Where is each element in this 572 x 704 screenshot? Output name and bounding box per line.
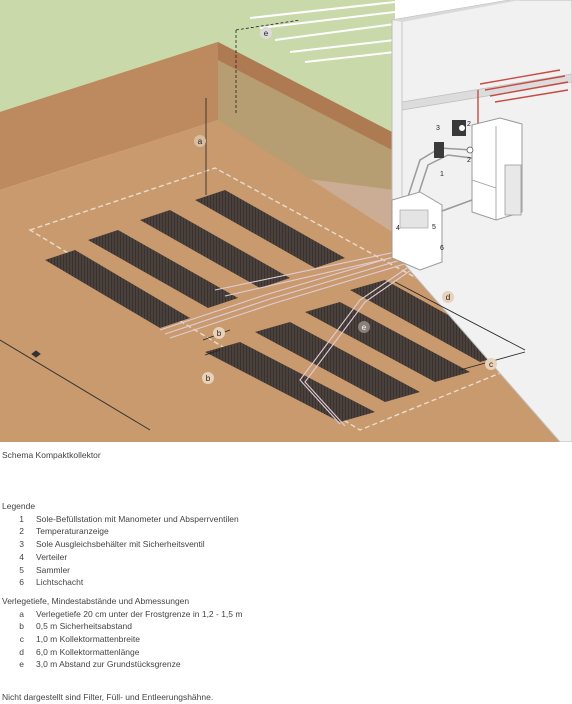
svg-text:d: d	[446, 293, 450, 302]
label-b-bottom: b	[202, 372, 214, 384]
legend-item: 5 Sammler	[2, 564, 242, 577]
light-shaft	[391, 191, 443, 271]
dimension-item: e 3,0 m Abstand zur Grundstücksgrenze	[2, 658, 242, 671]
legend-item-text: Sammler	[36, 564, 71, 575]
dimension-item-text: 0,5 m Sicherheitsabstand	[36, 621, 132, 632]
legend-item: 3 Sole Ausgleichsbehälter mit Sicherheits…	[2, 538, 242, 551]
component-labels: 3 2 2 1 4 5 6	[396, 121, 471, 252]
label-5: 5	[432, 224, 436, 231]
legend-item-number: 6	[19, 577, 24, 588]
collector-mats-top	[45, 190, 345, 328]
legend-item-text: Sole Ausgleichsbehälter mit Sicherheitsv…	[36, 539, 205, 550]
house-wall-top	[392, 0, 520, 22]
figure-caption: Schema Kompaktkollektor	[2, 450, 101, 460]
collector-mat	[45, 250, 190, 328]
legend-item-text: Lichtschacht	[36, 577, 84, 588]
label-6: 6	[440, 245, 444, 252]
underfloor-heating-pipes	[477, 69, 569, 125]
label-a: a	[194, 135, 206, 147]
svg-text:c: c	[489, 360, 493, 369]
footnote: Nicht dargestellt sind Filter, Füll- und…	[2, 692, 214, 702]
legend-item-number: 1	[19, 513, 24, 524]
legend-item-text: Sole-Befüllstation mit Manometer und Abs…	[36, 513, 239, 524]
dimension-item: c 1,0 m Kollektormattenbreite	[2, 633, 242, 646]
pit-left-wall	[0, 42, 218, 190]
collector-pipes	[159, 249, 415, 427]
legend: Legende 1 Sole-Befüllstation mit Manomete…	[2, 500, 242, 671]
label-mat: e	[358, 321, 370, 333]
dimension-item-number: b	[19, 621, 24, 632]
legend-item: 1 Sole-Befüllstation mit Manometer und Ab…	[2, 513, 242, 526]
collector-mat	[140, 210, 290, 288]
dimension-item-text: Verlegetiefe 20 cm unter der Frostgrenze…	[36, 608, 243, 619]
dimension-item-number: a	[19, 608, 24, 619]
dimension-item: d 6,0 m Kollektormattenlänge	[2, 646, 242, 659]
svg-text:a: a	[198, 137, 203, 146]
dimension-item: a Verlegetiefe 20 cm unter der Frostgrenz…	[2, 608, 242, 621]
legend-item-number: 4	[19, 551, 24, 562]
label-1: 1	[440, 171, 444, 178]
dimension-items: a Verlegetiefe 20 cm unter der Frostgrenz…	[2, 608, 242, 672]
dimension-item-text: 6,0 m Kollektormattenlänge	[36, 646, 140, 657]
legend-item-text: Temperaturanzeige	[36, 526, 109, 537]
legend-item-text: Verteiler	[36, 551, 68, 562]
legend-items: 1 Sole-Befüllstation mit Manometer und Ab…	[2, 513, 242, 589]
legend-item: 4 Verteiler	[2, 551, 242, 564]
dimension-item-number: c	[19, 634, 24, 645]
fence	[249, 1, 396, 63]
label-e-top: e	[260, 27, 272, 39]
dimension-item-text: 1,0 m Kollektormattenbreite	[36, 634, 140, 645]
dimension-item-number: d	[19, 646, 24, 657]
heat-pump	[471, 117, 523, 221]
legend-title: Legende	[2, 501, 36, 511]
label-c: c	[485, 358, 497, 370]
svg-text:b: b	[217, 329, 222, 338]
collector-mat	[205, 342, 375, 422]
compact-collector-diagram: a e b b c d e 3 2 2 1 4 5 6	[0, 0, 572, 442]
collector-mat	[305, 302, 470, 382]
legend-item-number: 2	[19, 526, 24, 537]
collector-mat	[195, 190, 345, 268]
dimension-item-text: 3,0 m Abstand zur Grundstücksgrenze	[36, 659, 181, 670]
dimension-item-number: e	[19, 659, 24, 670]
collector-mat	[255, 322, 420, 402]
legend-item-number: 5	[19, 564, 24, 575]
supply-line	[0, 339, 151, 431]
dimension-item: b 0,5 m Sicherheitsabstand	[2, 620, 242, 633]
brine-station	[434, 120, 474, 158]
pit-back-wall-shade	[218, 42, 392, 250]
legend-item-number: 3	[19, 539, 24, 550]
collector-mat	[88, 230, 238, 308]
label-b-top: b	[213, 327, 225, 339]
legend-item: 6 Lichtschacht	[2, 576, 242, 589]
svg-text:b: b	[206, 374, 211, 383]
label-3: 3	[436, 125, 440, 132]
label-d: d	[442, 291, 454, 303]
label-4: 4	[396, 225, 400, 232]
label-2b: 2	[467, 157, 471, 164]
dimensions-title: Verlegetiefe, Mindestabstände und Abmess…	[2, 595, 190, 606]
svg-text:e: e	[362, 323, 367, 332]
svg-text:e: e	[264, 29, 269, 38]
legend-item: 2 Temperaturanzeige	[2, 525, 242, 538]
label-2a: 2	[467, 121, 471, 128]
